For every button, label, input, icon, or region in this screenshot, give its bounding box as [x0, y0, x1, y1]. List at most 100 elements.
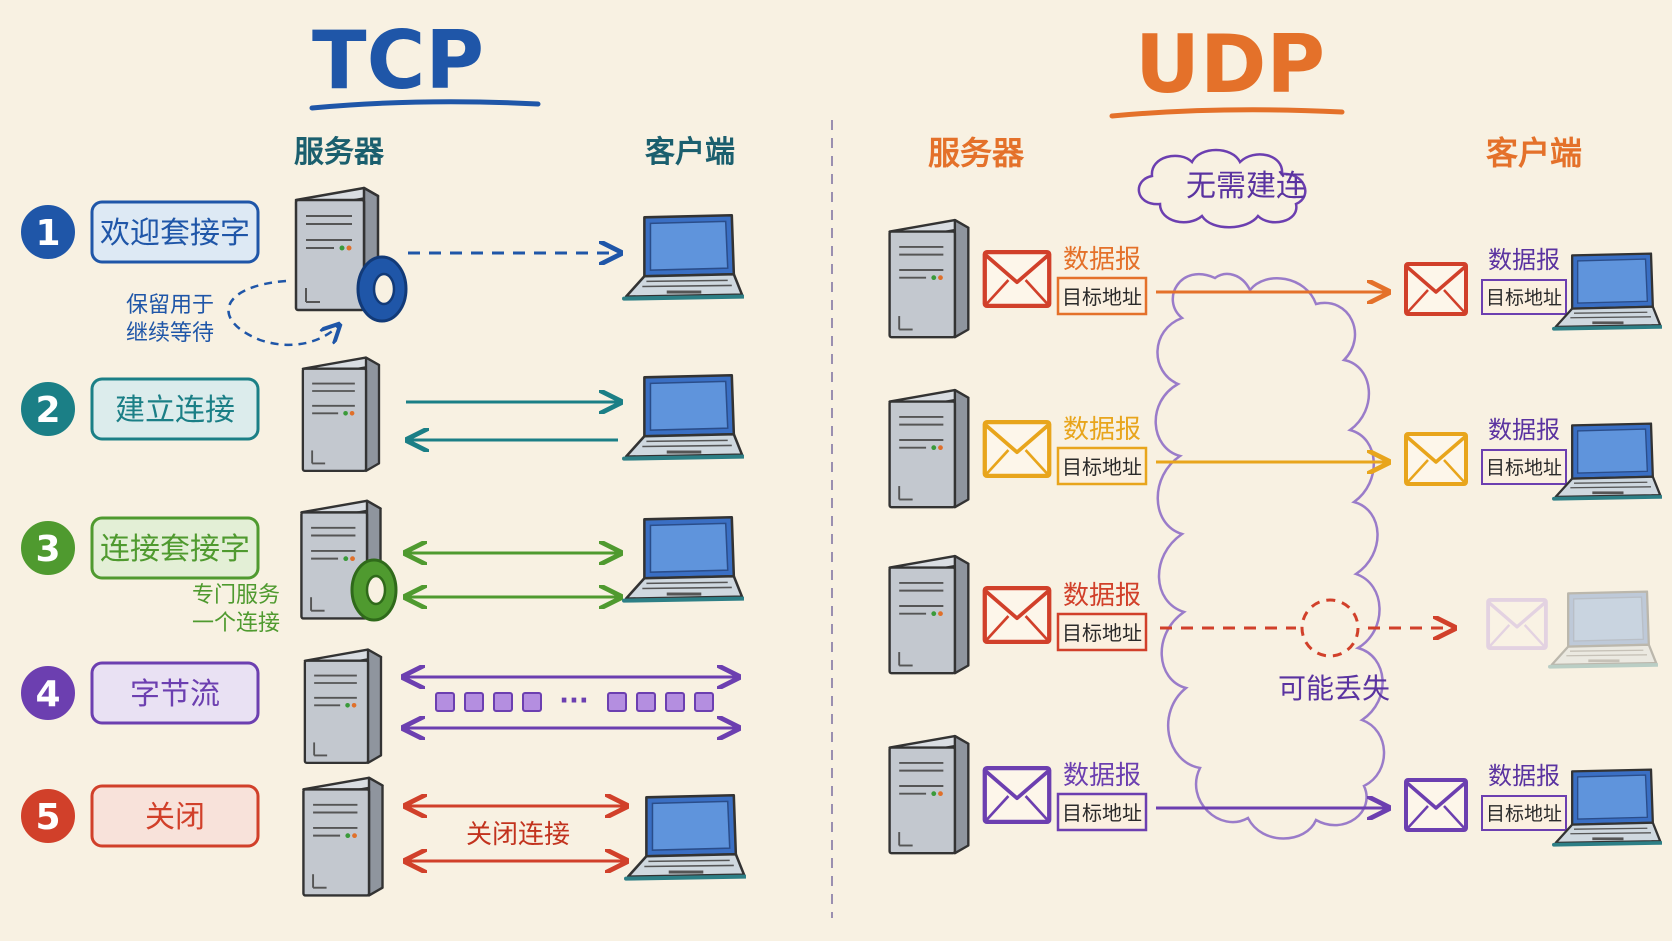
step-note-line: 保留用于	[126, 293, 214, 318]
step-number-badge	[21, 521, 75, 575]
connection-socket-icon	[350, 558, 398, 622]
step-number-badge	[21, 789, 75, 843]
byte-block	[665, 692, 685, 712]
step-label-box	[90, 661, 260, 725]
packet-loss-marker	[1300, 598, 1360, 658]
client-datagram-label: 数据报	[1488, 416, 1560, 444]
udp-server-label: 服务器	[928, 134, 1025, 172]
step-label: 关闭	[145, 800, 205, 835]
client-address-box	[1481, 279, 1567, 315]
udp-title: UDP	[1135, 18, 1325, 111]
no-handshake-cloud: 无需建连	[1137, 148, 1307, 229]
datagram-envelope-icon	[985, 588, 1049, 642]
client-datagram-label: 数据报	[1488, 762, 1560, 790]
destination-address-box	[1056, 792, 1148, 832]
laptop-icon	[624, 517, 743, 600]
laptop-icon	[1552, 251, 1662, 331]
step-note-line: 继续等待	[126, 321, 214, 346]
server-icon	[888, 734, 970, 855]
tcp-step-5: 5 关闭	[21, 784, 260, 848]
client-address-box	[1481, 795, 1567, 831]
step-label-box	[90, 200, 260, 264]
udp-title-underline	[1109, 107, 1345, 119]
byte-block	[636, 692, 656, 712]
network-cloud	[1154, 272, 1386, 840]
step-label: 连接套接字	[100, 532, 250, 567]
received-envelope-icon	[1404, 262, 1468, 316]
step-number: 2	[35, 390, 60, 431]
byte-block	[607, 692, 627, 712]
laptop-icon	[1552, 421, 1662, 501]
step-number: 1	[35, 213, 60, 254]
server-icon	[888, 218, 970, 339]
tcp-step-4: 4 字节流	[21, 661, 260, 725]
step-note-line: 专门服务	[192, 583, 280, 608]
destination-address-box	[1056, 612, 1148, 652]
received-envelope-icon	[1404, 778, 1468, 832]
lost-envelope-icon	[1486, 598, 1548, 650]
step-number: 4	[35, 674, 60, 715]
missed-client	[1486, 589, 1658, 669]
byte-block	[493, 692, 513, 712]
byte-block	[435, 692, 455, 712]
tcp-client-label: 客户端	[645, 135, 735, 170]
destination-address-label: 目标地址	[1062, 455, 1142, 479]
step-label: 欢迎套接字	[100, 216, 250, 251]
close-connection-label: 关闭连接	[466, 820, 570, 850]
datagram-envelope-icon	[985, 422, 1049, 476]
server-icon	[302, 776, 384, 897]
datagram-label: 数据报	[1063, 761, 1141, 791]
tcp-title: TCP	[312, 14, 484, 107]
byte-block	[694, 692, 714, 712]
step-number: 5	[35, 797, 60, 838]
destination-address-box	[1056, 276, 1148, 316]
step-label-box	[90, 784, 260, 848]
client-address-box	[1481, 449, 1567, 485]
client-datagram-label: 数据报	[1488, 246, 1560, 274]
welcome-socket-icon	[356, 255, 408, 323]
packet-loss-label: 可能丢失	[1278, 672, 1390, 705]
laptop-icon	[624, 215, 743, 298]
byte-stream-ellipsis: ···	[559, 686, 589, 716]
step-number-badge	[21, 205, 75, 259]
tcp-step-2: 2 建立连接	[21, 377, 260, 441]
client-address-label: 目标地址	[1486, 803, 1562, 825]
destination-address-box	[1056, 446, 1148, 486]
udp-rows: 数据报目标地址数据报目标地址数据报目标地址数据报目标地址数据报目标地址数据报目标…	[888, 218, 1662, 855]
laptop-icon	[1552, 767, 1662, 847]
laptop-icon	[624, 375, 743, 458]
tcp-server-label: 服务器	[294, 135, 385, 170]
server-icon	[301, 356, 381, 473]
byte-block	[522, 692, 542, 712]
destination-address-label: 目标地址	[1062, 801, 1142, 825]
laptop-icon	[1548, 589, 1658, 669]
client-address-label: 目标地址	[1486, 287, 1562, 309]
step-label: 建立连接	[115, 393, 235, 428]
received-envelope-icon	[1404, 432, 1468, 486]
step-number-badge	[21, 382, 75, 436]
byte-stream-blocks	[435, 692, 714, 712]
udp-client-label: 客户端	[1486, 134, 1582, 172]
step-label: 字节流	[130, 677, 220, 712]
step-label-box	[90, 516, 260, 580]
client-address-label: 目标地址	[1486, 457, 1562, 479]
server-icon	[303, 648, 383, 765]
datagram-envelope-icon	[985, 768, 1049, 822]
server-icon	[888, 388, 970, 509]
tcp-title-underline	[309, 99, 541, 111]
destination-address-label: 目标地址	[1062, 621, 1142, 645]
datagram-label: 数据报	[1063, 415, 1141, 445]
datagram-label: 数据报	[1063, 581, 1141, 611]
step-number-badge	[21, 666, 75, 720]
destination-address-label: 目标地址	[1062, 285, 1142, 309]
server-icon	[888, 554, 970, 675]
step-label-box	[90, 377, 260, 441]
